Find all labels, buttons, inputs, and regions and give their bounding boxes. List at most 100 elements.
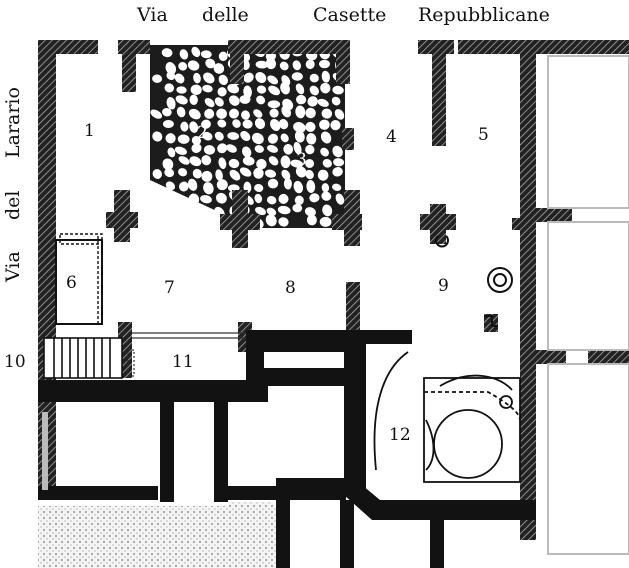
paving-stone bbox=[267, 100, 281, 109]
paving-stone bbox=[192, 168, 202, 179]
paving-stone bbox=[321, 70, 330, 83]
paving-stone bbox=[165, 133, 176, 144]
paving-stone bbox=[292, 60, 302, 71]
paving-stone bbox=[229, 108, 239, 119]
paving-stone bbox=[278, 217, 289, 227]
paving-stone bbox=[253, 109, 263, 118]
paving-stone bbox=[330, 119, 341, 131]
paving-stone bbox=[242, 156, 255, 166]
paving-stone bbox=[190, 84, 202, 96]
room-number-7: 7 bbox=[164, 278, 175, 298]
room-number-11: 11 bbox=[172, 352, 194, 372]
street-label-del: del bbox=[2, 190, 24, 220]
paving-stone bbox=[189, 156, 202, 167]
paving-stone bbox=[200, 195, 212, 204]
paving-stone bbox=[319, 119, 330, 130]
paving-stone bbox=[229, 169, 241, 181]
paving-stone bbox=[267, 144, 278, 153]
paving-stone bbox=[322, 158, 332, 168]
paving-stone bbox=[321, 108, 333, 119]
paving-stone bbox=[332, 167, 343, 177]
paving-stone bbox=[177, 134, 190, 144]
paving-stone bbox=[320, 131, 332, 144]
paving-stone bbox=[321, 191, 332, 201]
paving-stone bbox=[295, 166, 307, 178]
paving-stone bbox=[152, 169, 163, 179]
room-number-1: 1 bbox=[84, 121, 95, 141]
paving-stone bbox=[204, 108, 215, 119]
paving-stone bbox=[322, 204, 333, 217]
paving-stone bbox=[201, 119, 211, 129]
paving-stone bbox=[305, 121, 316, 132]
paving-stone bbox=[319, 59, 330, 69]
paving-stone bbox=[189, 94, 198, 105]
paving-stone bbox=[214, 97, 224, 107]
paving-stone bbox=[174, 146, 187, 155]
paving-stone bbox=[290, 159, 304, 168]
paving-stone bbox=[216, 179, 228, 191]
paving-stone bbox=[218, 51, 228, 61]
paving-stone bbox=[232, 119, 241, 128]
oven-room-12 bbox=[373, 351, 521, 483]
paving-stone bbox=[178, 168, 188, 177]
paving-stone bbox=[264, 169, 277, 178]
paving-stone bbox=[331, 96, 341, 106]
paving-stone bbox=[191, 143, 202, 153]
paving-stone bbox=[205, 58, 216, 69]
paving-stone bbox=[280, 133, 289, 143]
paving-stone bbox=[228, 184, 240, 192]
paving-stone bbox=[320, 147, 329, 157]
paving-stone bbox=[217, 143, 228, 154]
paving-stone bbox=[256, 95, 266, 105]
room-11-lines bbox=[127, 332, 246, 377]
paving-stone bbox=[280, 155, 291, 169]
paving-stone bbox=[294, 130, 305, 143]
paving-stone bbox=[187, 178, 198, 191]
paving-stone bbox=[319, 216, 332, 227]
paving-stone bbox=[268, 156, 279, 166]
paving-stone bbox=[164, 168, 175, 178]
paving-stone bbox=[178, 62, 188, 71]
paving-stone bbox=[228, 158, 240, 169]
paving-stone bbox=[317, 169, 329, 181]
paving-stone bbox=[254, 193, 263, 204]
paving-stone bbox=[189, 121, 199, 133]
pilasters bbox=[106, 54, 629, 378]
paving-stone bbox=[332, 183, 342, 191]
paving-stone bbox=[265, 214, 277, 227]
street-label-via: Via bbox=[137, 4, 168, 26]
paving-stone bbox=[268, 85, 280, 96]
street-label-delle: delle bbox=[202, 4, 249, 26]
paving-stone bbox=[180, 121, 189, 132]
paving-stone bbox=[178, 156, 190, 165]
room-number-8: 8 bbox=[285, 278, 296, 298]
paving-stone bbox=[191, 135, 201, 146]
paving-stone bbox=[167, 147, 176, 158]
paving-stone bbox=[281, 169, 291, 180]
paving-stone bbox=[162, 120, 174, 128]
paving-stone bbox=[309, 193, 320, 203]
paving-stone bbox=[291, 72, 303, 81]
paving-stone bbox=[204, 97, 215, 108]
paving-stone bbox=[174, 73, 185, 84]
room-number-5: 5 bbox=[478, 125, 489, 145]
paving-stone bbox=[278, 118, 289, 130]
paving-stone bbox=[256, 158, 267, 170]
paving-stone bbox=[292, 203, 303, 213]
paving-stone bbox=[239, 167, 252, 177]
paving-stone bbox=[266, 207, 277, 216]
paving-stone bbox=[217, 119, 227, 128]
paving-stone bbox=[165, 181, 176, 191]
paving-stone bbox=[229, 95, 240, 106]
paving-stone bbox=[201, 155, 212, 166]
paving-stone bbox=[218, 74, 228, 86]
paving-stone bbox=[307, 96, 318, 107]
paving-stone bbox=[320, 82, 331, 94]
paving-stone bbox=[175, 95, 188, 105]
paving-stone bbox=[241, 110, 250, 120]
paving-stone bbox=[332, 145, 343, 158]
paving-stone bbox=[254, 145, 264, 153]
paving-stone bbox=[277, 205, 291, 215]
paving-stone bbox=[188, 193, 200, 206]
